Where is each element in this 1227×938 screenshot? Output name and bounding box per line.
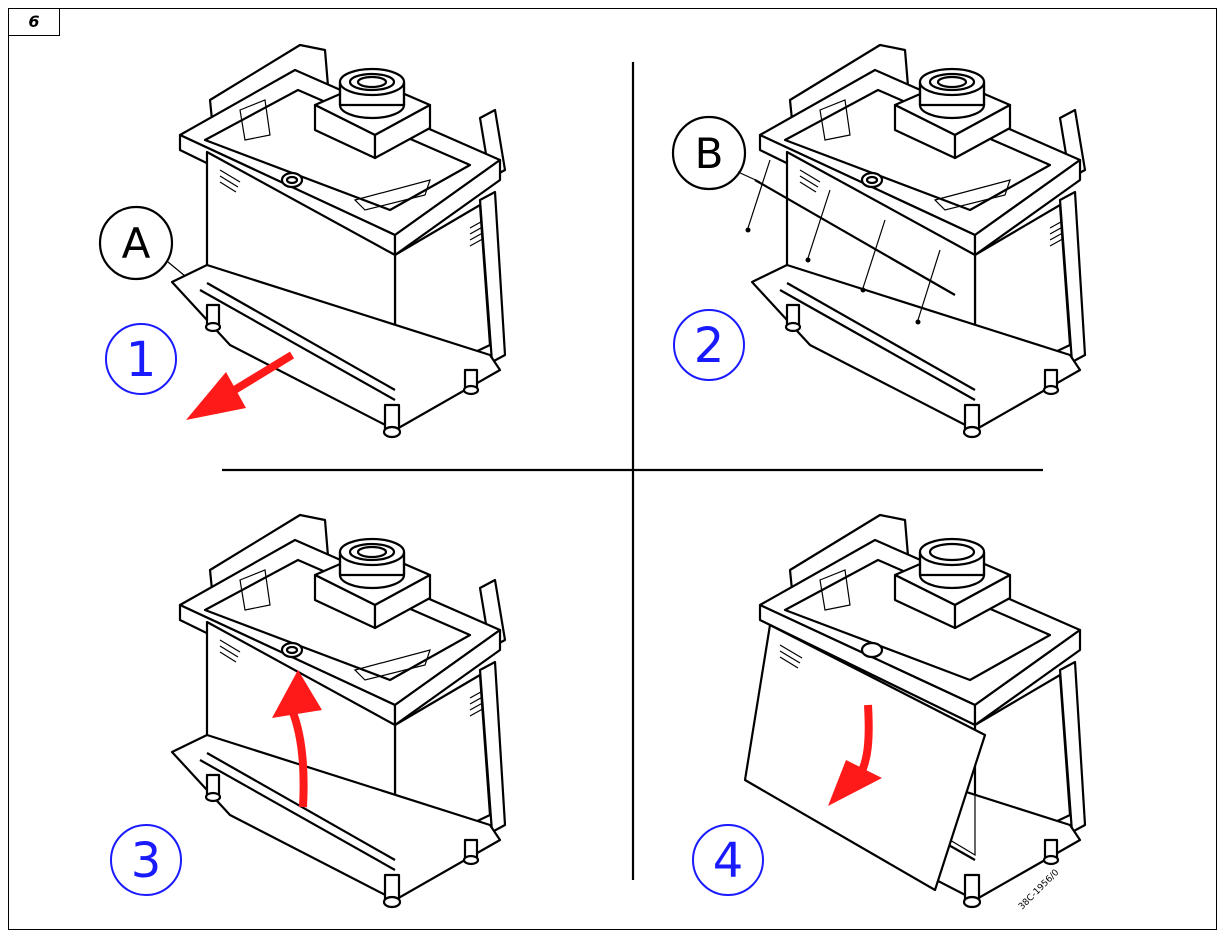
- callout-a-leader: [167, 261, 186, 277]
- drawing-code: 38C-1956/0: [1017, 868, 1061, 912]
- panel-step-4: [743, 513, 1087, 909]
- callout-a-circle: [98, 205, 174, 281]
- figure-frame: [8, 8, 1217, 930]
- panel-step-2: [745, 43, 1087, 439]
- step-2-circle: [673, 309, 745, 381]
- step-2-number: 2: [694, 318, 725, 374]
- callout-b: B 2: [671, 115, 761, 381]
- callout-b-circle: [671, 115, 747, 191]
- step-1-number: 1: [126, 332, 157, 388]
- red-arrow-pull-out: [225, 351, 295, 398]
- stove-drawing-2: [750, 43, 1087, 439]
- step-4-circle: [692, 824, 764, 896]
- red-arrowhead-3: [272, 670, 322, 718]
- callout-a-label: A: [122, 219, 151, 268]
- stove-drawing-3: [170, 513, 507, 909]
- step-4-number: 4: [713, 833, 744, 889]
- callout-b-label: B: [695, 129, 724, 178]
- panel-step-3: 3: [110, 513, 507, 909]
- step-3-circle: [110, 824, 182, 896]
- callout-b-leader: [737, 171, 761, 183]
- red-arrowhead-4: [828, 760, 882, 806]
- step-3-number: 3: [131, 833, 162, 889]
- step-1-circle: [105, 323, 177, 395]
- figure-label: 6: [8, 8, 60, 36]
- red-arrowhead-1: [186, 372, 246, 420]
- panel-step-1: A 1: [98, 43, 507, 439]
- red-arrow-lift-up: [288, 708, 308, 808]
